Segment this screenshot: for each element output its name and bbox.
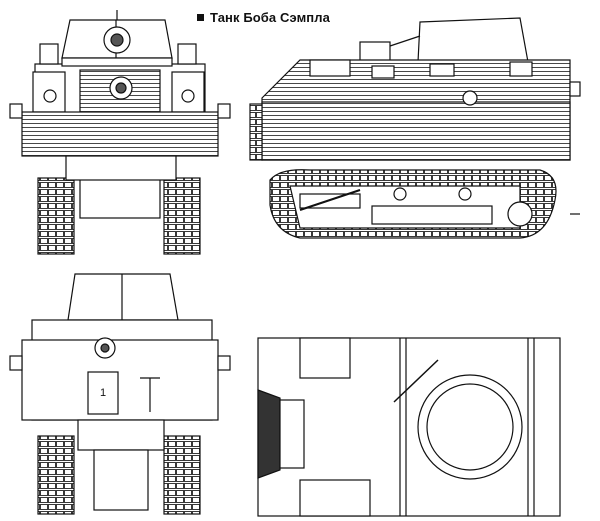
caption: Танк Боба Сэмпла bbox=[197, 10, 330, 25]
caption-title: Танк Боба Сэмпла bbox=[210, 10, 330, 25]
rear-view: 1 bbox=[9, 273, 231, 515]
top-view bbox=[257, 337, 561, 517]
front-view bbox=[9, 10, 231, 255]
side-view bbox=[249, 17, 581, 239]
hatch-mark: 1 bbox=[100, 387, 106, 399]
filled-square-icon bbox=[197, 14, 204, 21]
